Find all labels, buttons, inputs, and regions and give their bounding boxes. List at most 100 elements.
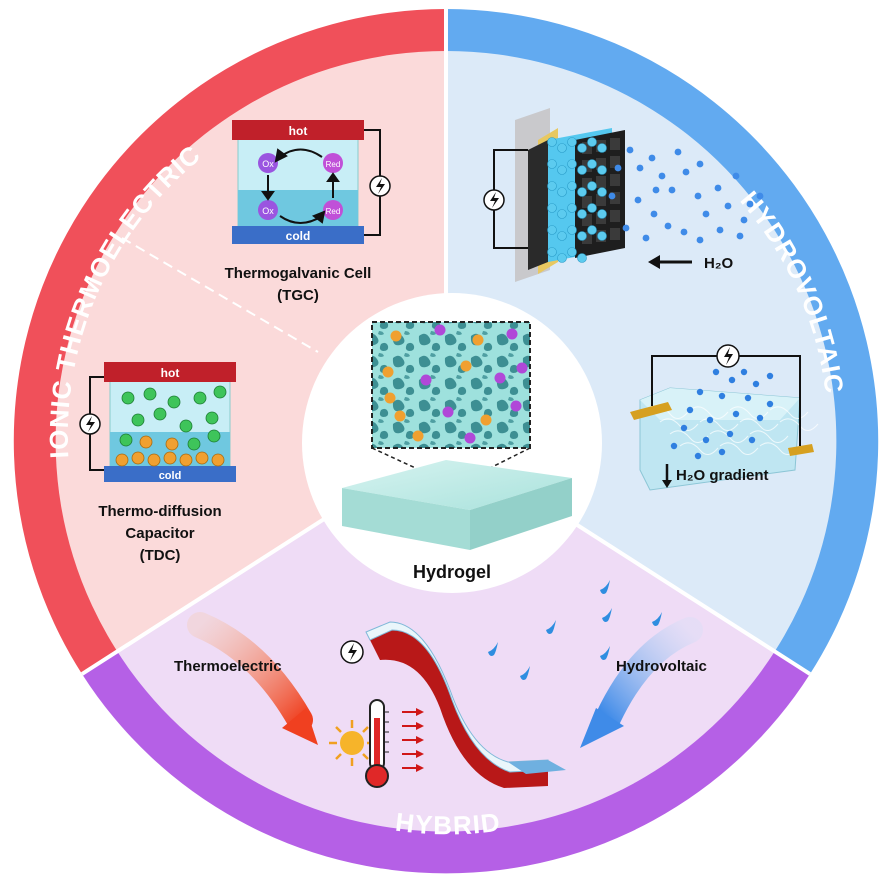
hybrid-device-end: [508, 760, 566, 774]
water-molecule: [557, 143, 567, 153]
ion-purple: [506, 328, 518, 340]
hybrid-device-bottom-layer: [370, 630, 548, 788]
tdc-diagram: hot cold Thermo-diffusion Capacitor (TDC…: [79, 362, 236, 564]
water-molecule: [567, 159, 577, 169]
water-molecule: [557, 165, 567, 175]
ion-purple: [434, 324, 446, 336]
water-molecule: [587, 225, 597, 235]
tgc-cold-label: cold: [286, 229, 311, 243]
gradient-label: H₂O gradient: [676, 467, 769, 484]
pore: [596, 158, 606, 170]
sun-icon: [329, 720, 375, 766]
pore: [610, 156, 620, 168]
svg-text:Red: Red: [326, 207, 341, 216]
pore: [582, 178, 592, 190]
lightning-bolt-icon: [369, 175, 391, 197]
water-molecule: [736, 232, 744, 240]
water-molecule: [577, 231, 587, 241]
cation: [163, 451, 177, 465]
anion: [153, 407, 167, 421]
tgc-diagram: hot cold Ox Red Ox Red Thermogalvanic Ce…: [225, 120, 391, 304]
water-molecule: [577, 209, 587, 219]
fiber: [689, 406, 729, 419]
pore: [582, 214, 592, 226]
water-molecule: [658, 172, 666, 180]
water-molecule: [597, 231, 607, 241]
tdc-cold-label: cold: [159, 470, 182, 482]
water-molecule: [696, 388, 704, 396]
water-molecule: [696, 160, 704, 168]
water-molecule: [702, 210, 710, 218]
cation: [131, 451, 145, 465]
water-molecule: [577, 143, 587, 153]
ion-orange: [480, 414, 492, 426]
tdc-hot-plate: [104, 362, 236, 382]
water-molecule: [626, 146, 634, 154]
water-molecule: [748, 436, 756, 444]
water-label: H₂O: [704, 255, 733, 272]
ion-orange: [394, 410, 406, 422]
electrode-left: [630, 402, 672, 420]
anion: [213, 385, 227, 399]
anion: [179, 419, 193, 433]
tgc-ox-bottom: Ox: [258, 200, 278, 220]
water-molecule: [732, 172, 740, 180]
heat-arrowhead: [416, 736, 424, 744]
ion-orange: [472, 334, 484, 346]
tdc-title-line3: (TDC): [140, 547, 181, 564]
pore: [610, 174, 620, 186]
water-droplet-icon: [602, 608, 612, 622]
tdc-title-line1: Thermo-diffusion: [98, 503, 221, 520]
tdc-title-line2: Capacitor: [125, 525, 194, 542]
water-molecule: [587, 159, 597, 169]
fiber: [699, 418, 739, 431]
water-droplets: [488, 580, 662, 680]
anion: [205, 411, 219, 425]
water-molecule: [766, 372, 774, 380]
heat-arrowhead: [416, 722, 424, 730]
ion-purple: [494, 372, 506, 384]
tdc-cold-plate: [104, 466, 236, 482]
water-droplet-icon: [488, 642, 498, 656]
water-molecule: [694, 452, 702, 460]
water-molecule: [557, 187, 567, 197]
anion: [131, 413, 145, 427]
water-molecule: [567, 181, 577, 191]
cation: [139, 435, 153, 449]
ion-orange: [384, 392, 396, 404]
tdc-anions: [119, 385, 227, 451]
water-molecule: [718, 392, 726, 400]
anion: [187, 437, 201, 451]
water-molecule: [597, 143, 607, 153]
ion-purple: [464, 432, 476, 444]
water-molecule: [674, 148, 682, 156]
fiber: [679, 442, 719, 455]
water-molecule: [718, 448, 726, 456]
water-molecule: [587, 181, 597, 191]
anion: [119, 433, 133, 447]
water-molecule: [712, 368, 720, 376]
water-molecule: [557, 209, 567, 219]
water-molecule: [766, 400, 774, 408]
tgc-hot-label: hot: [289, 124, 308, 138]
hydrogel-slab-side: [470, 478, 572, 550]
pore: [582, 142, 592, 154]
hydrogel-zoom-inset: [371, 321, 531, 449]
pore: [582, 196, 592, 208]
gradient-slab-top: [640, 388, 800, 420]
water-molecule: [587, 203, 597, 213]
water-molecule: [682, 168, 690, 176]
water-molecule: [557, 231, 567, 241]
water-molecule: [716, 226, 724, 234]
water-molecule: [567, 225, 577, 235]
arrow-down-icon: [662, 464, 672, 488]
water-droplet-icon: [600, 646, 610, 660]
hybrid-panel: Thermoelectric Hydrovoltaic: [174, 580, 707, 788]
thermoelectric-arrowhead: [282, 708, 318, 745]
ion-orange: [382, 366, 394, 378]
water-droplet-icon: [652, 612, 662, 626]
water-molecule: [547, 181, 557, 191]
water-molecule: [547, 247, 557, 257]
pore: [610, 228, 620, 240]
